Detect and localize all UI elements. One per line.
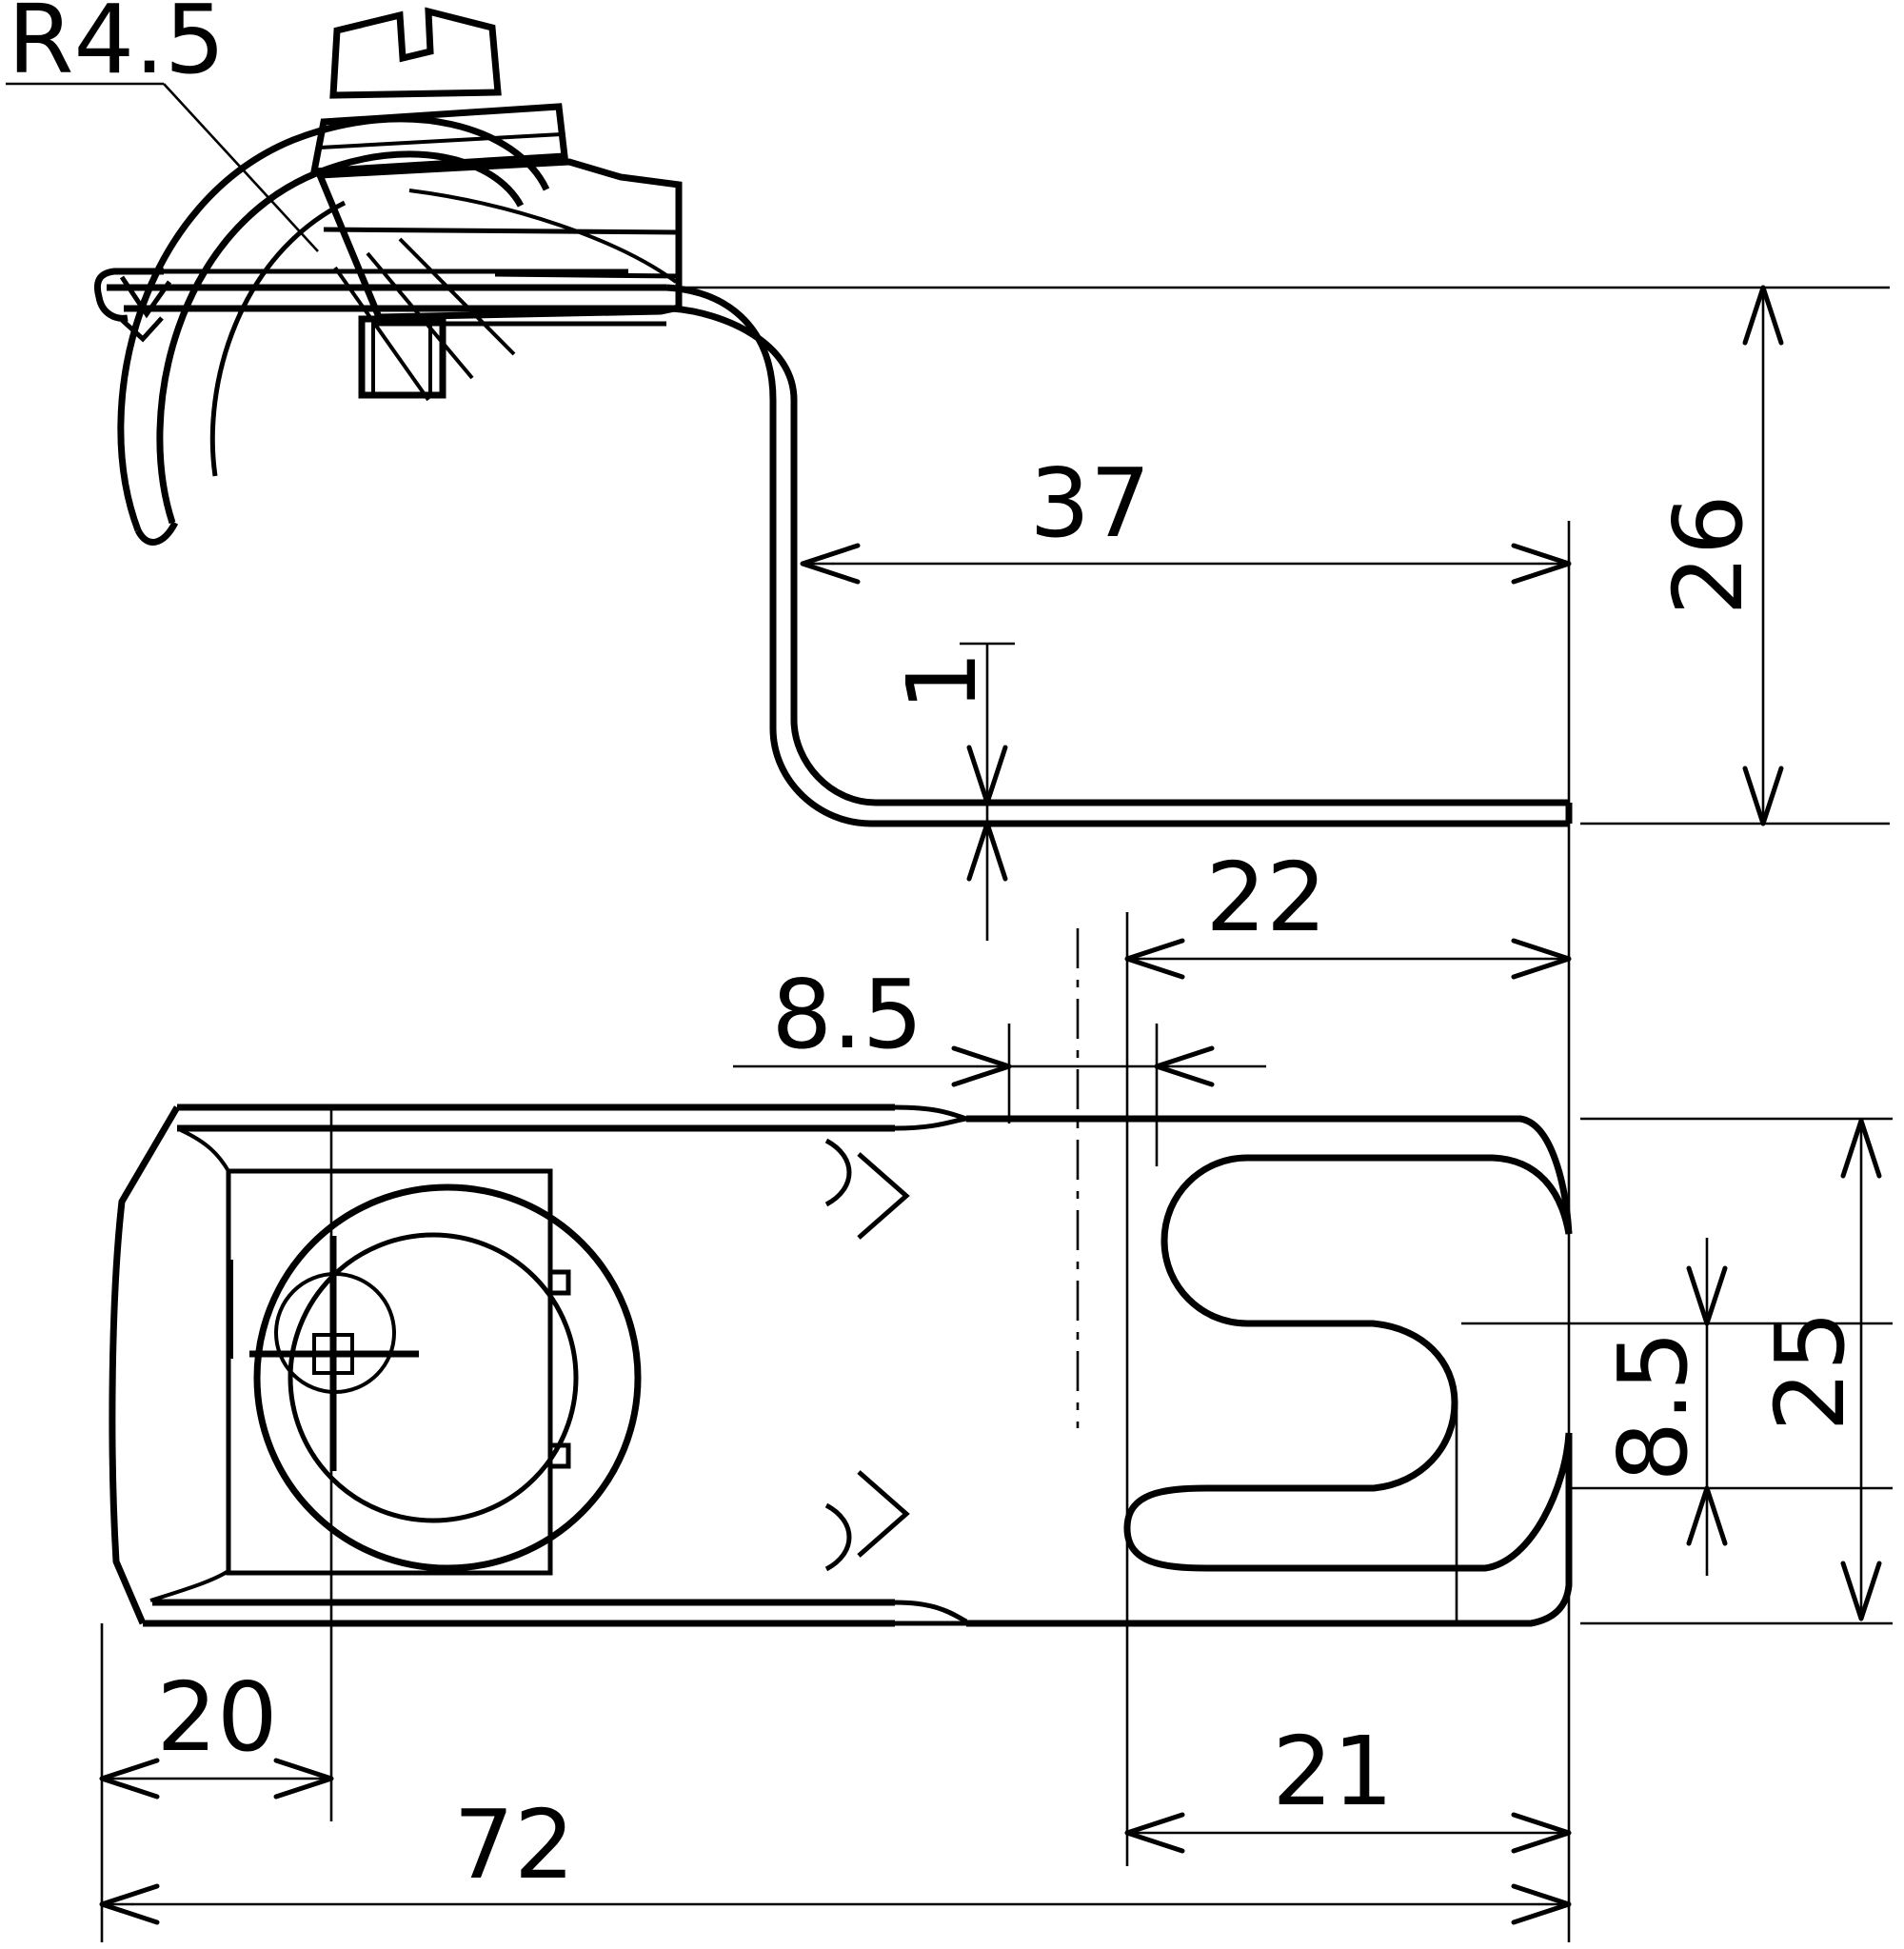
radius-label: R4.5 [8, 0, 226, 95]
dim-plate-width: 25 [1755, 1118, 1882, 1621]
dim-slot-width-side: 8.5 [1597, 1238, 1728, 1576]
plate-outline [109, 1104, 1573, 1627]
dim-slot-width-top: 8.5 [733, 959, 1266, 1087]
side-view: R4.5 37 26 1 [6, 0, 1890, 1942]
sheet-thickness-label: 1 [886, 650, 998, 711]
dim-total-length: 72 [99, 1789, 1572, 1925]
dim-slot-length: 22 [1124, 842, 1572, 980]
slot-length-label: 22 [1205, 842, 1326, 953]
slot-width-top-label: 8.5 [771, 959, 922, 1070]
dim-radius: R4.5 [6, 0, 319, 252]
offset-height-label: 26 [1653, 494, 1764, 615]
flange-length-label: 37 [1029, 447, 1150, 559]
total-length-label: 72 [453, 1789, 574, 1900]
dim-flange-length: 37 [800, 447, 1572, 585]
screw-head [309, 7, 568, 175]
plan-view: 22 8.5 8.5 25 [99, 842, 1893, 1942]
bracket-profile [93, 268, 1573, 827]
dim-screw-offset: 20 [99, 1661, 334, 1800]
hook-depth-label: 21 [1272, 1716, 1393, 1827]
hook-profile [117, 115, 550, 546]
reference-lines [100, 912, 1893, 1942]
dim-offset-height: 26 [666, 285, 1890, 826]
screw-offset-label: 20 [156, 1661, 277, 1773]
clamp-underside [149, 1128, 642, 1602]
hook-slot [1123, 1154, 1573, 1623]
dim-sheet-thickness: 1 [886, 642, 1015, 941]
dim-hook-depth: 21 [1124, 1716, 1572, 1854]
plate-width-label: 25 [1755, 1310, 1866, 1431]
clamp-body [314, 158, 683, 321]
slot-width-side-label: 8.5 [1597, 1330, 1709, 1482]
